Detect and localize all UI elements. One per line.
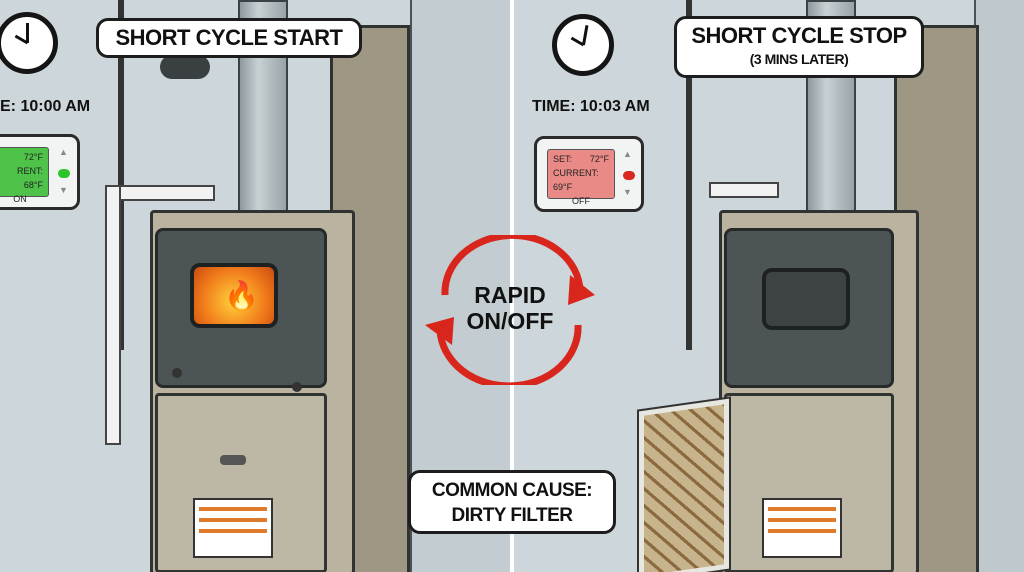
callout-line2: DIRTY FILTER <box>451 505 573 526</box>
warning-label <box>762 498 842 558</box>
down-button[interactable]: ▼ <box>59 185 68 195</box>
flame-window: 🔥 <box>190 263 278 328</box>
thermostat: 72°F RENT: 68°F ON ▲ ▼ <box>0 134 80 210</box>
wall-corner <box>974 0 1024 572</box>
blower-door <box>155 393 327 572</box>
cause-callout: COMMON CAUSE: DIRTY FILTER <box>408 470 616 534</box>
dirty-filter <box>637 396 731 572</box>
subtitle-text: (3 MINS LATER) <box>749 51 849 67</box>
door-handle <box>220 455 246 465</box>
thermostat-screen: 72°F RENT: 68°F ON <box>0 147 49 204</box>
right-panel: TIME: 10:03 AM SET: 72°F CURRENT: 69°F OF… <box>514 0 1024 572</box>
gas-pipe <box>118 0 124 350</box>
status-indicator <box>58 169 70 178</box>
up-button[interactable]: ▲ <box>59 147 68 157</box>
time-label: TIME: 10:03 AM <box>532 98 650 115</box>
status: OFF <box>572 196 590 206</box>
rapid-on-off-label: RAPID ON/OFF <box>460 282 560 334</box>
time-label: E: 10:00 AM <box>0 98 91 115</box>
current-temp: CURRENT: 69°F <box>553 168 599 192</box>
left-panel: 🔥 E: 10:00 AM 72°F RENT: 68°F ON ▲ ▼ SHO… <box>0 0 510 572</box>
label-line1: RAPID <box>474 282 546 308</box>
callout-line1: COMMON CAUSE: <box>431 480 593 501</box>
vent-pipe-elbow <box>160 55 210 79</box>
up-button[interactable]: ▲ <box>623 149 632 159</box>
burner-window-off <box>762 268 850 330</box>
pvc-pipe <box>105 185 215 201</box>
pvc-pipe-vertical <box>105 185 121 445</box>
title-text: SHORT CYCLE STOP <box>691 23 907 48</box>
title-label: SHORT CYCLE START <box>96 18 362 58</box>
divider <box>510 0 514 572</box>
gas-pipe <box>686 0 692 350</box>
pvc-pipe <box>709 182 779 198</box>
cycle-arrows-icon <box>425 235 595 385</box>
status-indicator <box>623 171 635 180</box>
thermostat-screen: SET: 72°F CURRENT: 69°F OFF <box>547 149 615 206</box>
title-label: SHORT CYCLE STOP (3 MINS LATER) <box>674 16 924 78</box>
down-button[interactable]: ▼ <box>623 187 632 197</box>
set-temp: 72°F <box>589 154 609 164</box>
clock-icon <box>552 14 614 76</box>
set-temp: 72°F <box>23 152 43 162</box>
current-temp: RENT: 68°F <box>16 166 43 190</box>
status: ON <box>13 194 27 204</box>
flame-icon: 🔥 <box>224 280 259 311</box>
thermostat: SET: 72°F CURRENT: 69°F OFF ▲ ▼ <box>534 136 644 212</box>
set-label: SET: <box>553 154 573 164</box>
screw <box>172 368 182 378</box>
label-line2: ON/OFF <box>466 308 554 334</box>
warning-label <box>193 498 273 558</box>
screw <box>292 382 302 392</box>
clock-icon <box>0 12 58 74</box>
